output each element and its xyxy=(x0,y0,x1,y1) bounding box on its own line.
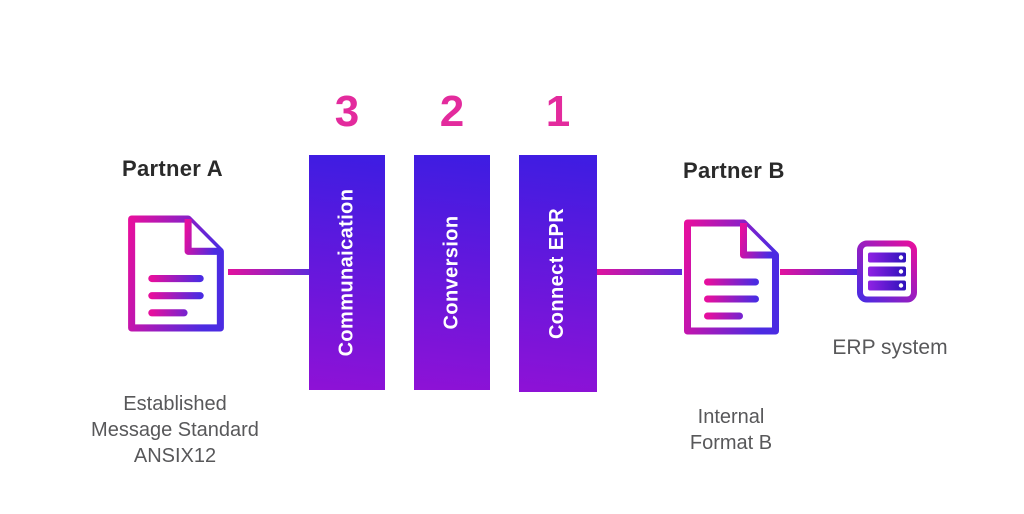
step-number-2: 2 xyxy=(439,87,465,136)
step-bar-label: Conversion xyxy=(440,215,463,330)
partner-b-caption: Internal Format B xyxy=(689,406,773,454)
step-number-3: 3 xyxy=(334,87,360,136)
partner-b-title: Partner B xyxy=(683,158,785,183)
connector-partner-a-to-communication xyxy=(228,269,312,275)
partner-a-caption: Established Message Standard ANSIX12 xyxy=(91,393,259,467)
erp-system-label: ERP system xyxy=(832,336,948,359)
connector-connect-epr-to-partner-b xyxy=(595,269,682,275)
partner-a-title: Partner A xyxy=(122,156,223,181)
server-icon xyxy=(857,240,917,303)
step-bar-label: Communaication xyxy=(335,188,358,357)
step-bar-communication: Communaication xyxy=(309,155,385,390)
connector-partner-b-to-erp xyxy=(780,269,860,275)
document-icon xyxy=(128,215,224,332)
document-icon xyxy=(684,219,779,335)
step-bar-connect-epr: Connect EPR xyxy=(519,155,597,392)
step-number-1: 1 xyxy=(545,87,571,136)
step-bar-conversion: Conversion xyxy=(414,155,490,390)
step-bar-label: Connect EPR xyxy=(546,207,569,340)
